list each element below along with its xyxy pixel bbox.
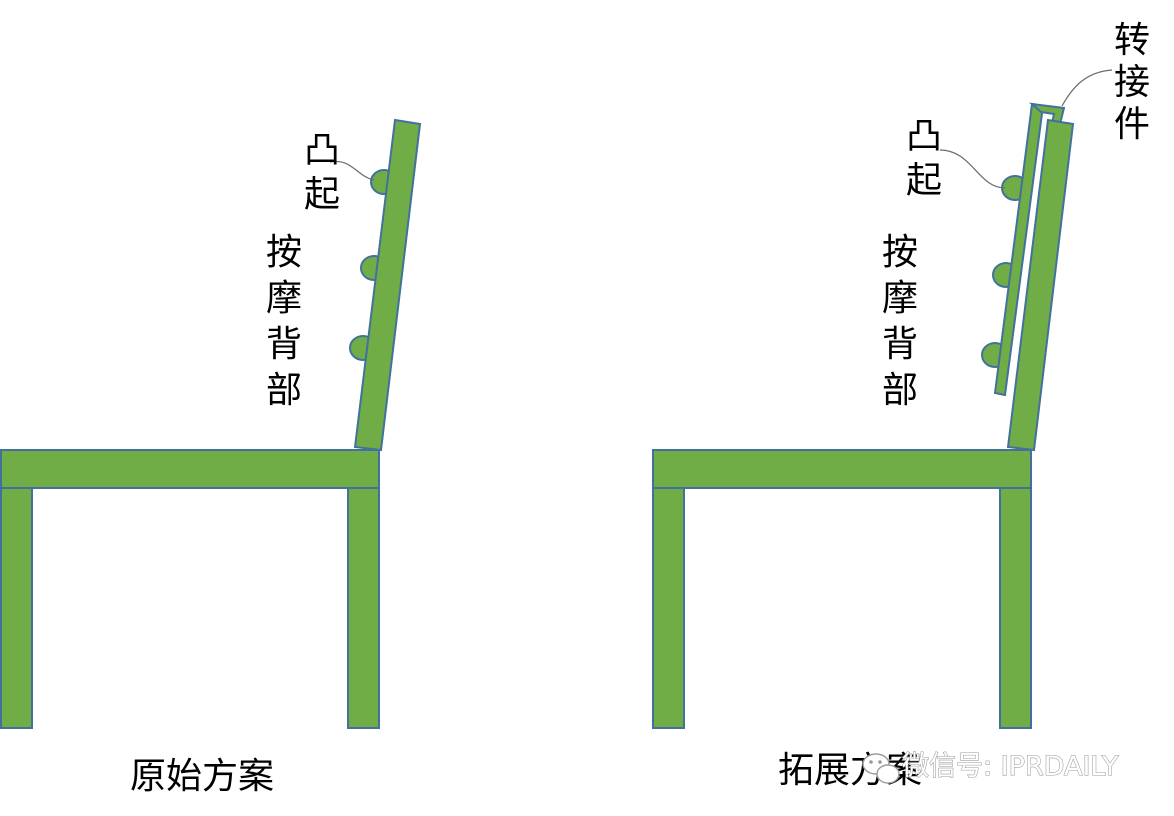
left-caption: 原始方案	[130, 756, 274, 797]
left-front-leg	[0, 487, 33, 729]
right-seat	[652, 449, 1032, 489]
left-massage-label: 按摩背部	[266, 232, 302, 411]
right-backrest	[1006, 118, 1075, 452]
left-back-leg	[347, 487, 380, 729]
left-backrest	[353, 118, 422, 452]
right-adapter-label: 转接件	[1114, 20, 1150, 145]
right-massage-label: 按摩背部	[882, 232, 918, 411]
right-bump-label: 凸起	[906, 116, 942, 201]
left-seat	[0, 449, 380, 489]
wechat-icon	[862, 753, 900, 784]
right-bump-leader	[939, 149, 1006, 189]
right-adapter-leader	[1061, 69, 1113, 107]
watermark: 微信号: IPRDAILY	[862, 750, 1119, 784]
left-chair	[0, 118, 422, 729]
right-front-leg	[652, 487, 685, 729]
left-bump-label: 凸起	[304, 130, 340, 215]
right-back-leg	[999, 487, 1032, 729]
watermark-text: 微信号: IPRDAILY	[902, 751, 1119, 782]
left-bump-leader	[329, 160, 375, 181]
right-chair	[652, 69, 1113, 729]
right-caption: 拓展方案	[778, 750, 922, 791]
